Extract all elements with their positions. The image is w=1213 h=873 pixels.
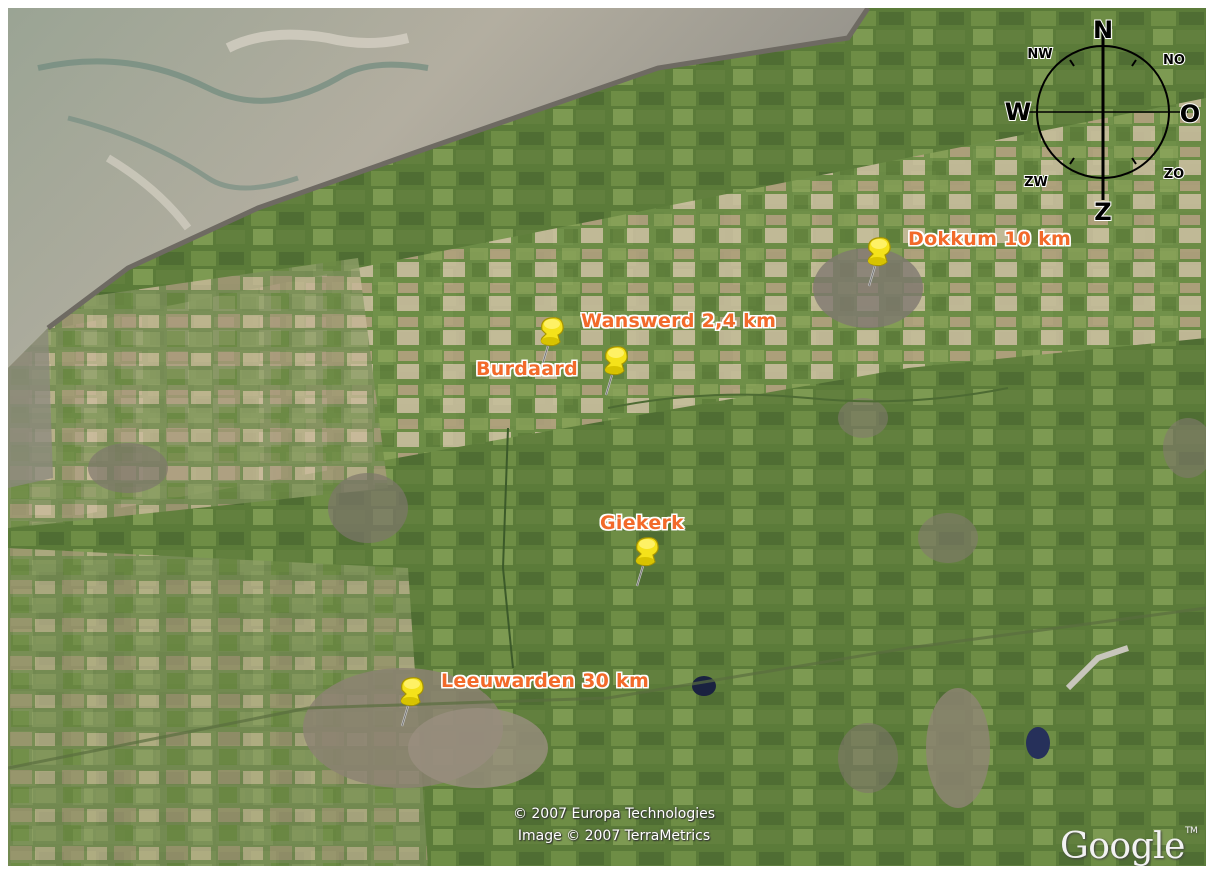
copyright-line-2: Image © 2007 TerraMetrics [517, 828, 711, 844]
google-logo: GoogleTM [1060, 826, 1198, 866]
compass-north-label: N [1093, 16, 1113, 44]
burdaard-label[interactable]: Burdaard [476, 358, 578, 380]
giekerk-label[interactable]: Giekerk [600, 512, 685, 534]
google-logo-tm: TM [1184, 826, 1198, 836]
compass-se-label: ZO [1164, 167, 1184, 182]
giekerk-pushpin-icon[interactable] [627, 532, 667, 588]
compass-south-label: Z [1094, 198, 1111, 223]
wanswerd-label[interactable]: Wanswerd 2,4 km [581, 310, 777, 332]
leeuwarden-label[interactable]: Leeuwarden 30 km [441, 670, 650, 692]
satellite-map[interactable]: N Z W O NW NO ZW ZO Dokkum 10 km Wanswer… [8, 8, 1206, 866]
compass-nw-label: NW [1027, 47, 1052, 62]
dokkum-label[interactable]: Dokkum 10 km [908, 228, 1072, 250]
compass-ne-label: NO [1163, 53, 1185, 68]
compass-sw-label: ZW [1024, 175, 1048, 190]
terrain-imagery [8, 8, 1206, 866]
copyright-line-1: © 2007 Europa Technologies [512, 806, 716, 822]
compass-west-label: W [1005, 98, 1031, 126]
dokkum-pushpin-icon[interactable] [859, 232, 899, 288]
burdaard-pushpin-icon[interactable] [596, 341, 636, 397]
leeuwarden-pushpin-icon[interactable] [392, 672, 432, 728]
google-logo-text: Google [1060, 826, 1185, 866]
compass-rose[interactable]: N Z W O NW NO ZW ZO [998, 8, 1206, 223]
compass-east-label: O [1180, 100, 1200, 128]
